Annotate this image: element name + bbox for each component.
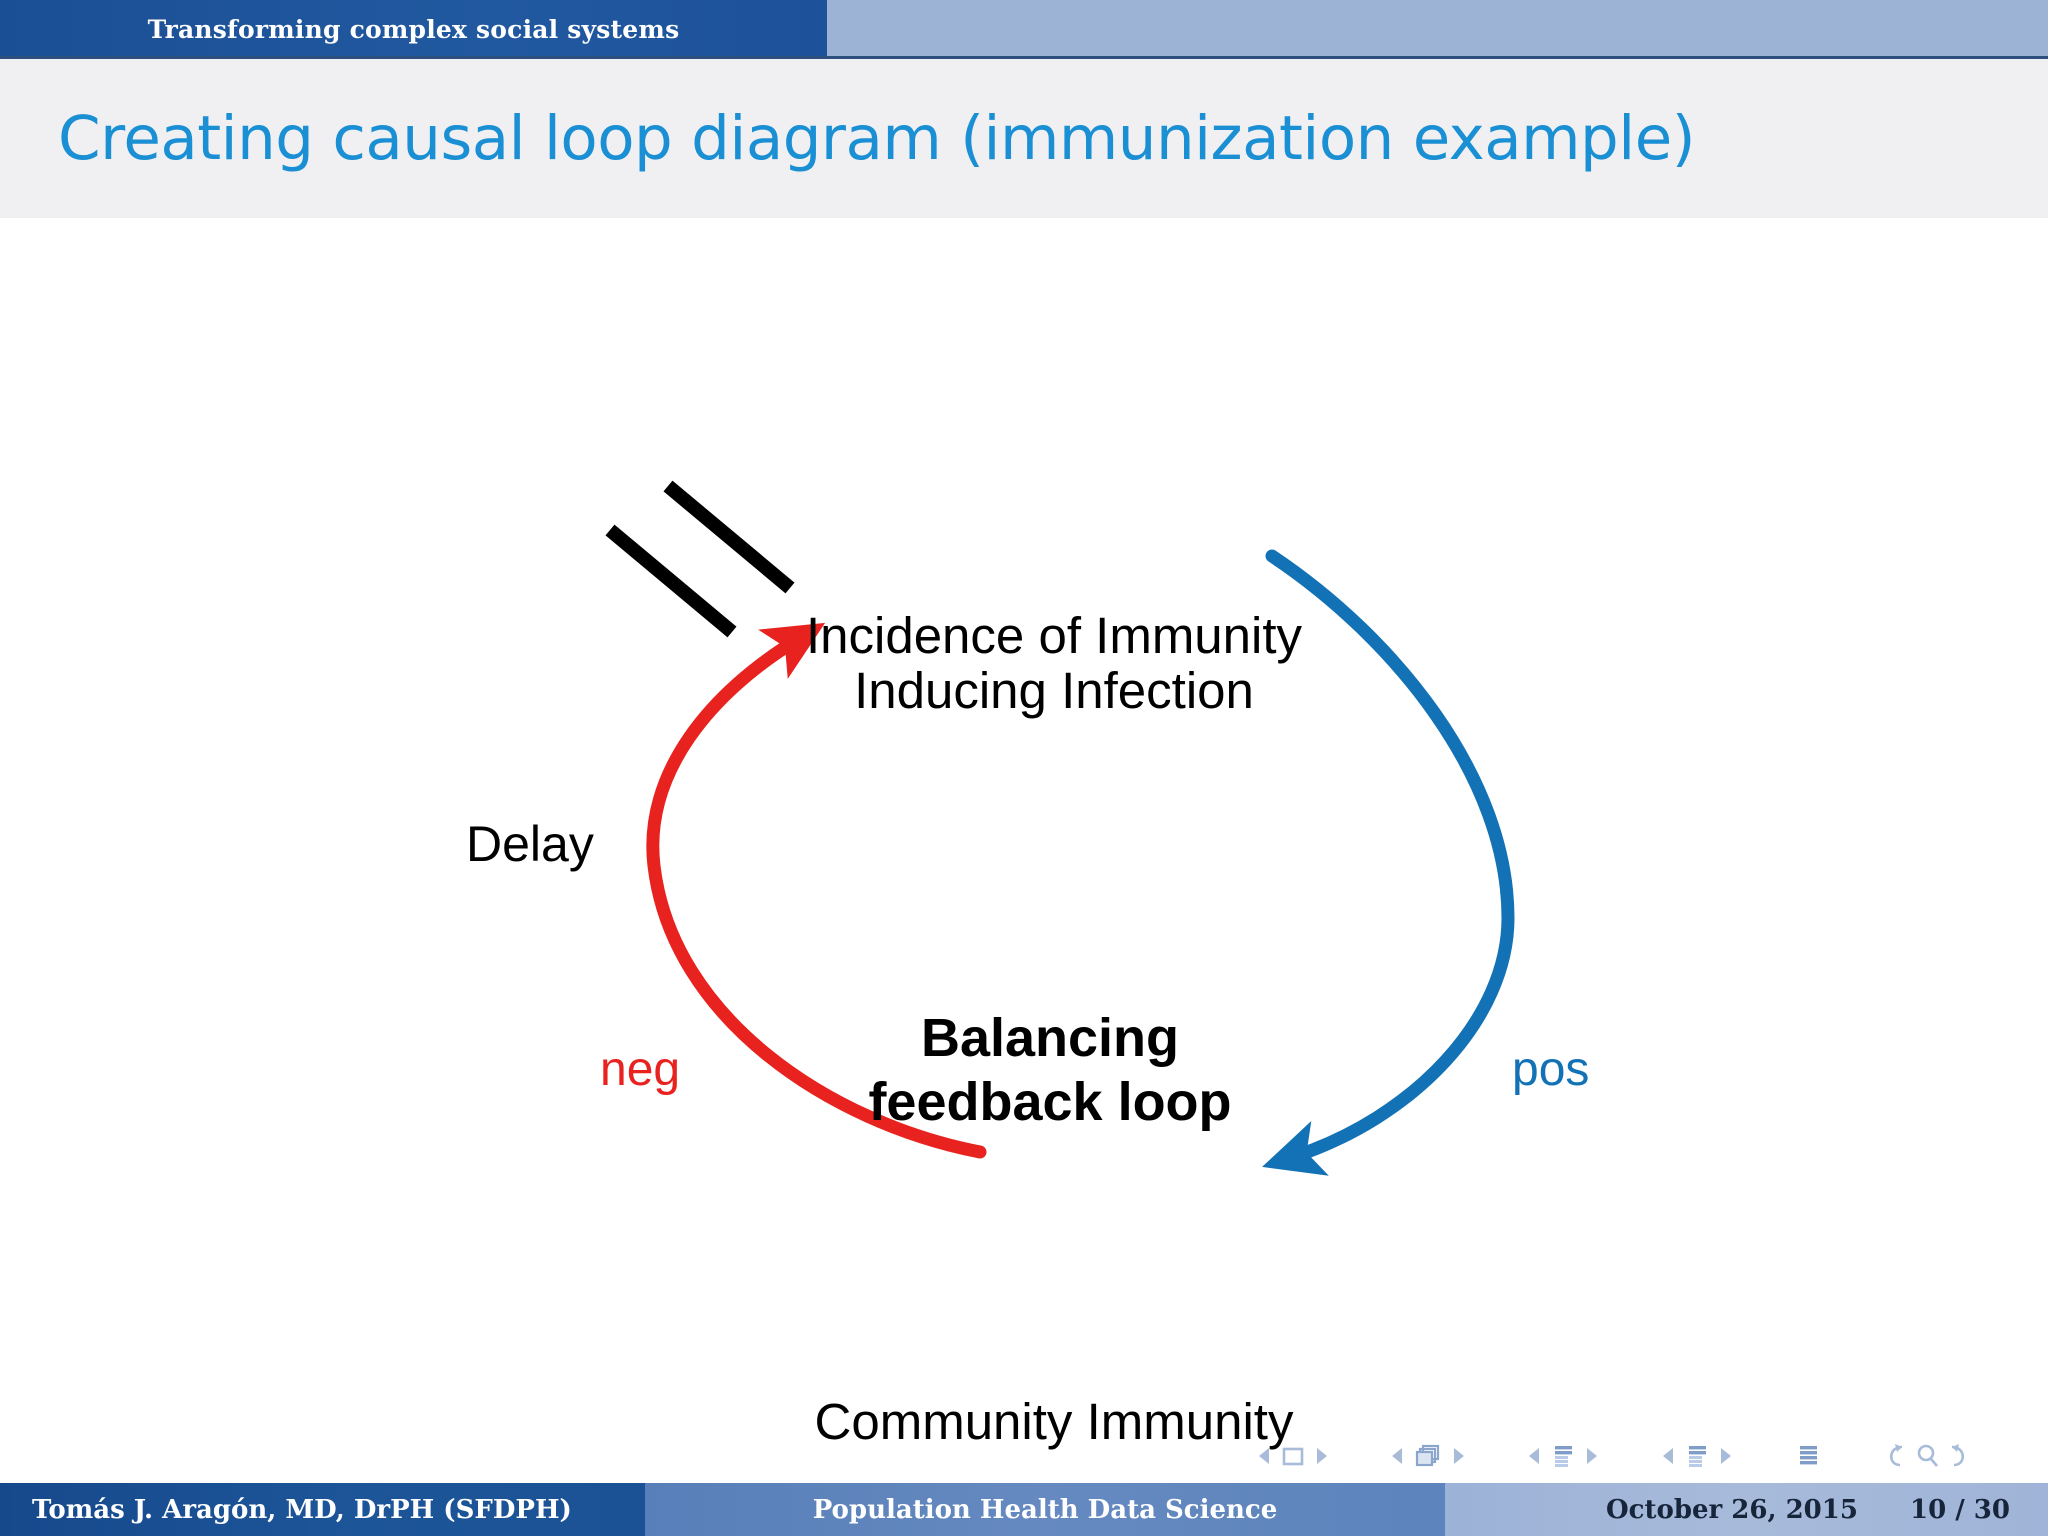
- footer-author-section: Tomás J. Aragón, MD, DrPH (SFDPH): [0, 1483, 645, 1536]
- beamer-navigation-bar[interactable]: [1254, 1434, 1974, 1478]
- nav-prev-frame-icon[interactable]: [1387, 1441, 1409, 1471]
- causal-loop-diagram: [605, 480, 1515, 1176]
- nav-subsection-icon[interactable]: [1546, 1441, 1580, 1471]
- delay-label: Delay: [466, 816, 594, 872]
- nav-group-slide[interactable]: [1254, 1441, 1332, 1471]
- link-negative: [646, 622, 987, 1159]
- nav-document-icon[interactable]: [1791, 1441, 1825, 1471]
- footer-date: October 26, 2015: [1606, 1494, 1858, 1525]
- nav-next-frame-icon[interactable]: [1447, 1441, 1469, 1471]
- nav-prev-slide-icon[interactable]: [1254, 1441, 1276, 1471]
- node-bottom-line1: Community Immunity: [814, 1393, 1294, 1450]
- nav-prev-section-icon[interactable]: [1658, 1441, 1680, 1471]
- loop-caption: Balancing feedback loop: [780, 1007, 1320, 1134]
- node-community-immunity: Community Immunity: [724, 1394, 1384, 1449]
- nav-find-icon[interactable]: [1912, 1440, 1942, 1472]
- nav-prev-subsection-icon[interactable]: [1524, 1441, 1546, 1471]
- title-block: [0, 59, 2048, 218]
- delay-marker-icon: [605, 480, 795, 638]
- loop-caption-line1: Balancing: [920, 1008, 1180, 1068]
- nav-next-subsection-icon[interactable]: [1580, 1441, 1602, 1471]
- running-title: Transforming complex social systems: [147, 14, 680, 44]
- footer-page-number: 10 / 30: [1910, 1494, 2010, 1525]
- nav-next-section-icon[interactable]: [1714, 1441, 1736, 1471]
- nav-frames-icon[interactable]: [1409, 1441, 1447, 1471]
- header-bar: Transforming complex social systems: [0, 0, 2048, 58]
- nav-group-frame[interactable]: [1387, 1441, 1469, 1471]
- footer-author: Tomás J. Aragón, MD, DrPH (SFDPH): [32, 1494, 572, 1525]
- header-bar-highlight: [0, 0, 827, 58]
- node-incidence-of-immunity-inducing-infection: Incidence of Immunity Inducing Infection: [724, 608, 1384, 718]
- negative-link-path: [646, 622, 987, 1159]
- nav-next-slide-icon[interactable]: [1310, 1441, 1332, 1471]
- slide-title: Creating causal loop diagram (immunizati…: [58, 103, 1696, 174]
- footer-title-section: Population Health Data Science: [645, 1483, 1445, 1536]
- nav-back-icon[interactable]: [1880, 1440, 1912, 1472]
- link-positive: [1262, 549, 1515, 1176]
- footer-meta-section: October 26, 2015 10 / 30: [1445, 1483, 2048, 1536]
- nav-slide-icon[interactable]: [1276, 1441, 1310, 1471]
- footer-bar: Tomás J. Aragón, MD, DrPH (SFDPH) Popula…: [0, 1483, 2048, 1536]
- node-top-line2: Inducing Infection: [854, 662, 1254, 720]
- positive-link-path: [1262, 549, 1515, 1176]
- nav-group-subsection[interactable]: [1524, 1441, 1602, 1471]
- nav-section-icon[interactable]: [1680, 1441, 1714, 1471]
- nav-group-document[interactable]: [1791, 1441, 1825, 1471]
- footer-presentation-title: Population Health Data Science: [812, 1494, 1278, 1525]
- node-top-line1: Incidence of Immunity: [805, 607, 1303, 664]
- nav-group-history[interactable]: [1880, 1440, 1974, 1472]
- nav-group-section[interactable]: [1658, 1441, 1736, 1471]
- slide-canvas: Incidence of Immunity Inducing Infection…: [0, 218, 2048, 1449]
- nav-forward-icon[interactable]: [1942, 1440, 1974, 1472]
- polarity-label-neg: neg: [600, 1043, 681, 1096]
- polarity-label-pos: pos: [1512, 1043, 1590, 1096]
- loop-caption-line2: feedback loop: [868, 1071, 1232, 1132]
- header-rule: [0, 56, 2048, 59]
